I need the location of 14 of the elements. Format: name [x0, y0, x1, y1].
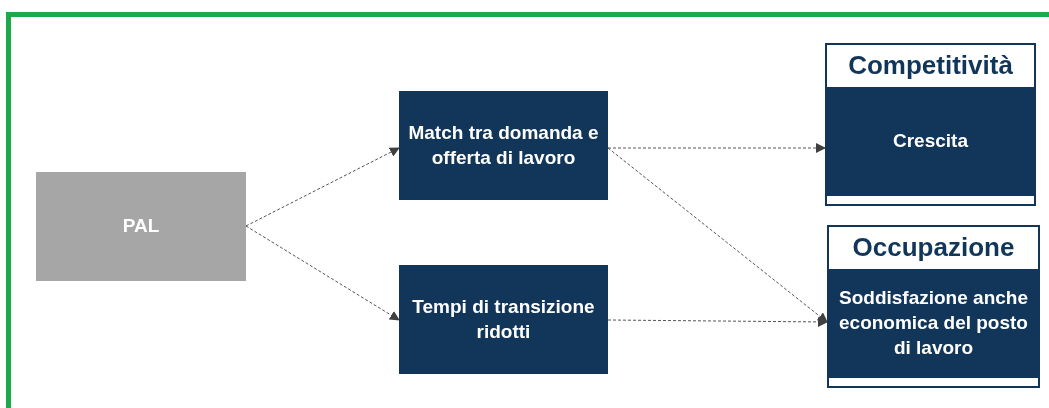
arrow: [607, 316, 828, 327]
process-box: Match tra domanda e offerta di lavoro: [399, 91, 608, 200]
outcome-box: [825, 43, 1036, 206]
source-box: PAL: [36, 172, 246, 281]
box-body: Soddisfazione anche economica del posto di lavoro: [829, 268, 1038, 378]
arrow: [607, 143, 826, 153]
arrow: [607, 147, 828, 323]
arrow: [245, 147, 400, 227]
box-body: Crescita: [827, 86, 1034, 196]
box-heading: Occupazione: [851, 231, 1016, 264]
outcome-box: [827, 225, 1040, 388]
arrow: [245, 225, 400, 321]
box-heading: Competitività: [847, 49, 1014, 82]
process-box: Tempi di transizione ridotti: [399, 265, 608, 374]
